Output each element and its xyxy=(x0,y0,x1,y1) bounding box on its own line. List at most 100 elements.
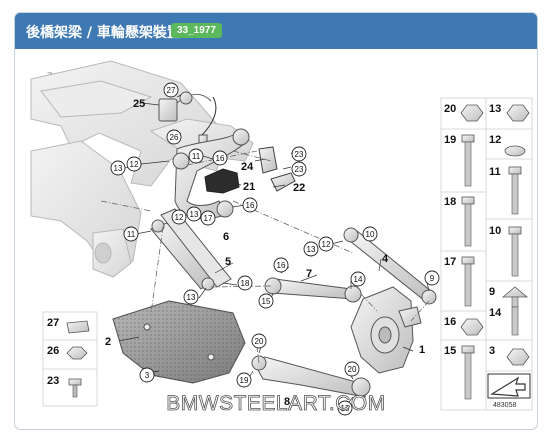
part-18-cell[interactable]: 18 xyxy=(444,196,475,247)
parts-diagram[interactable]: Zoom xyxy=(15,13,537,429)
part-20-number: 20 xyxy=(444,103,456,115)
part-10-cell[interactable]: 10 xyxy=(489,225,522,277)
bolt-shank-icon-17 xyxy=(464,263,472,307)
callout-15a[interactable]: 15 xyxy=(258,293,274,309)
callout-17a[interactable]: 17 xyxy=(200,210,216,226)
callout-25-label: 25 xyxy=(133,98,145,110)
wheel-carrier-1 xyxy=(350,286,422,374)
callout-19a[interactable]: 19 xyxy=(236,372,252,388)
callout-13d[interactable]: 13 xyxy=(183,289,199,305)
callout-23a-label: 23 xyxy=(295,150,304,159)
callout-2[interactable]: 2 xyxy=(105,336,111,348)
callout-3a[interactable]: 3 xyxy=(139,367,155,383)
bolt-head-icon-10 xyxy=(508,226,522,235)
small-parts-panel-left: 27 26 23 xyxy=(42,311,98,407)
bolt-shank-icon-11 xyxy=(511,173,519,215)
callout-12c[interactable]: 12 xyxy=(318,236,334,252)
callout-8[interactable]: 8 xyxy=(284,396,290,408)
callout-20a-label: 20 xyxy=(255,337,264,346)
part-14-cell[interactable]: 14 xyxy=(489,306,519,336)
hex-nut-icon-16 xyxy=(460,318,484,336)
part-19-number: 19 xyxy=(444,134,456,146)
callout-12b-label: 12 xyxy=(175,213,184,222)
part-23-cell[interactable]: 23 xyxy=(47,375,82,398)
callout-22[interactable]: 22 xyxy=(293,182,305,194)
callout-18a[interactable]: 18 xyxy=(237,275,253,291)
callout-27[interactable]: 27 xyxy=(163,82,179,98)
control-arm-7 xyxy=(264,277,362,303)
callout-9[interactable]: 9 xyxy=(424,270,440,286)
rear-axle-carrier xyxy=(30,60,254,278)
clip-icon xyxy=(66,320,90,334)
callout-4-label: 4 xyxy=(382,253,389,265)
callout-16b[interactable]: 16 xyxy=(242,197,258,213)
callout-13a[interactable]: 13 xyxy=(110,160,126,176)
callout-13e-label: 13 xyxy=(341,404,350,413)
callout-12c-label: 12 xyxy=(322,240,331,249)
part-17-cell[interactable]: 17 xyxy=(444,256,475,307)
part-23-number: 23 xyxy=(47,375,59,387)
callout-26[interactable]: 26 xyxy=(166,129,182,145)
callout-16c[interactable]: 16 xyxy=(273,257,289,273)
callout-6-label: 6 xyxy=(223,231,229,243)
callout-25[interactable]: 25 xyxy=(133,98,145,110)
part-9-cell[interactable]: 9 xyxy=(489,286,529,308)
callout-12b[interactable]: 12 xyxy=(171,209,187,225)
callout-16c-label: 16 xyxy=(277,261,286,270)
bolt-shank-icon-14 xyxy=(511,306,519,336)
callout-12a[interactable]: 12 xyxy=(126,156,142,172)
callout-1[interactable]: 1 xyxy=(419,344,425,356)
callout-12a-label: 12 xyxy=(130,160,139,169)
callout-19a-label: 19 xyxy=(240,376,249,385)
callout-10[interactable]: 10 xyxy=(362,226,378,242)
callout-26-label: 26 xyxy=(170,133,179,142)
callout-18a-label: 18 xyxy=(241,279,250,288)
part-19-cell[interactable]: 19 xyxy=(444,134,475,187)
watermark: BMWSTEELART.COM xyxy=(166,392,385,415)
callout-6[interactable]: 6 xyxy=(223,231,229,243)
callout-13b[interactable]: 13 xyxy=(186,206,202,222)
part-11-cell[interactable]: 11 xyxy=(489,166,522,215)
callout-14a[interactable]: 14 xyxy=(350,271,366,287)
bolt-head-icon-19 xyxy=(461,134,475,143)
callout-13b-label: 13 xyxy=(190,210,199,219)
callout-21[interactable]: 21 xyxy=(243,181,255,193)
callout-2-label: 2 xyxy=(105,336,111,348)
screw-shank-icon xyxy=(72,384,78,398)
part-15-cell[interactable]: 15 xyxy=(444,345,475,400)
part-20-cell[interactable]: 20 xyxy=(444,103,484,122)
control-arm-4 xyxy=(343,227,437,305)
callout-13c[interactable]: 13 xyxy=(303,241,319,257)
bolt-head-icon-18 xyxy=(461,196,475,205)
callout-1-label: 1 xyxy=(419,344,425,356)
part-26-cell[interactable]: 26 xyxy=(47,345,88,360)
part-3-cell[interactable]: 3 xyxy=(489,345,530,366)
control-arm-8 xyxy=(251,355,371,398)
arrow-icon xyxy=(490,376,526,397)
part-12-cell[interactable]: 12 xyxy=(489,134,526,157)
part-16-cell[interactable]: 16 xyxy=(444,316,484,336)
callout-20b[interactable]: 20 xyxy=(344,361,360,377)
callout-24[interactable]: 24 xyxy=(241,161,254,173)
callout-4[interactable]: 4 xyxy=(382,253,389,265)
callout-13a-label: 13 xyxy=(114,164,123,173)
callout-23b[interactable]: 23 xyxy=(291,161,307,177)
callout-9-label: 9 xyxy=(430,274,435,283)
callout-11b[interactable]: 11 xyxy=(123,226,139,242)
part-13-cell[interactable]: 13 xyxy=(489,103,530,122)
part-10-number: 10 xyxy=(489,225,501,237)
link-5 xyxy=(150,208,232,291)
part-12-number: 12 xyxy=(489,134,501,146)
part-17-number: 17 xyxy=(444,256,456,268)
part-27-cell[interactable]: 27 xyxy=(47,317,90,334)
diagram-title: 後橋架梁 / 車輪懸架裝置 xyxy=(26,25,181,41)
callout-7[interactable]: 7 xyxy=(306,268,312,280)
flange-nut-icon xyxy=(460,104,484,122)
callout-20a[interactable]: 20 xyxy=(251,333,267,349)
callout-11a[interactable]: 11 xyxy=(188,148,204,164)
diagram-code-badge: 33_1977 xyxy=(171,23,222,38)
callout-16a[interactable]: 16 xyxy=(212,150,228,166)
callout-5[interactable]: 5 xyxy=(225,256,231,268)
callout-13e[interactable]: 13 xyxy=(337,400,353,416)
callout-23a[interactable]: 23 xyxy=(291,146,307,162)
